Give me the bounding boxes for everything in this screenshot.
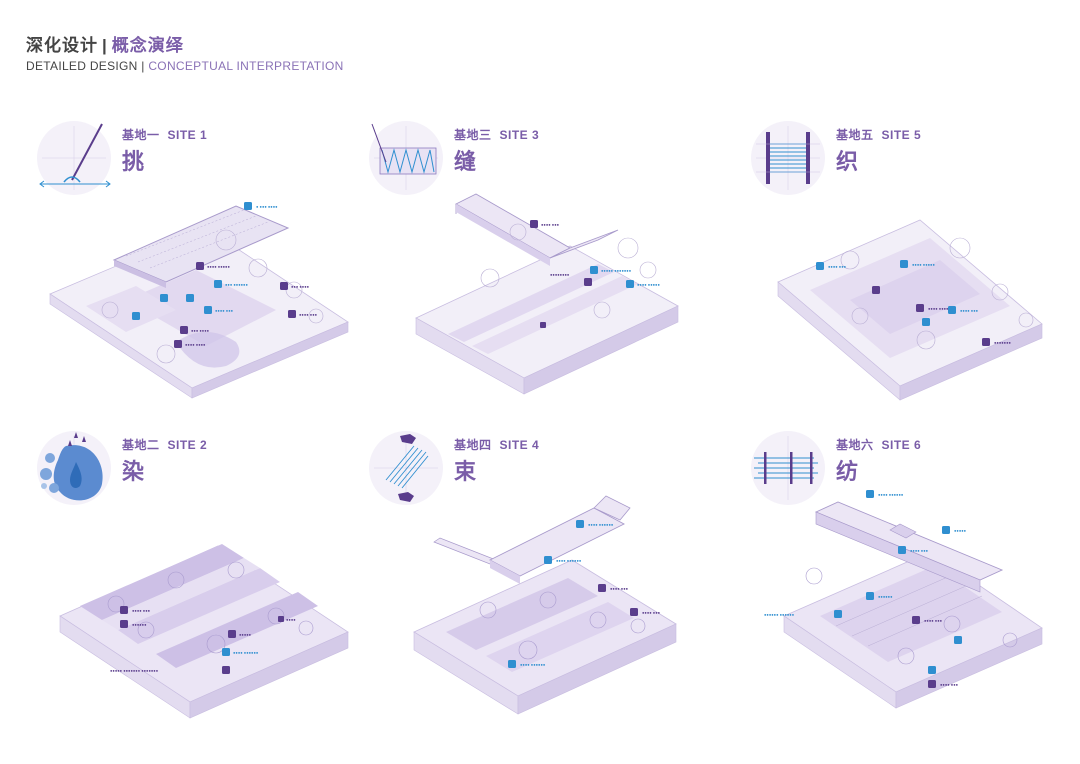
svg-text:●●●● ●●●: ●●●● ●●● (828, 264, 847, 269)
site-1-axonometric: ● ●●● ●●●● ●●●● ●●●●● ●●● ●●●●●● ●●● ●●●… (26, 110, 356, 410)
svg-text:●●●● ●●●●●●: ●●●● ●●●●●● (233, 650, 259, 655)
svg-text:●●●●: ●●●● (286, 617, 296, 622)
svg-text:●●●● ●●●: ●●●● ●●● (940, 682, 959, 687)
svg-text:●●●●●● ●●●●●●: ●●●●●● ●●●●●● (764, 612, 795, 617)
site-4-axonometric: ●●●● ●●●●●● ●●●● ●●●●●● ●●●● ●●● ●●●● ●●… (358, 420, 688, 720)
svg-text:●●●●●●●●: ●●●●●●●● (550, 272, 570, 277)
header-title-en-separator: | (141, 59, 145, 73)
site-1-concept-char: 挑 (122, 149, 145, 174)
site-6-concept-char: 纺 (836, 459, 859, 484)
svg-text:●●●●● ●●●●●●● ●●●●●●●: ●●●●● ●●●●●●● ●●●●●●● (110, 668, 159, 673)
site-5-label-cn: 基地五 (836, 128, 874, 142)
site-5-label: 基地五 SITE 5 (836, 126, 921, 143)
header-title-en-b: CONCEPTUAL INTERPRETATION (148, 59, 344, 73)
svg-text:●●●● ●●●: ●●●● ●●● (960, 308, 979, 313)
site-6-label: 基地六 SITE 6 (836, 436, 921, 453)
site-4-emblem (368, 430, 444, 506)
svg-text:●●●● ●●●●●●: ●●●● ●●●●●● (556, 558, 582, 563)
site-1-panel: ● ●●● ●●●● ●●●● ●●●●● ●●● ●●●●●● ●●● ●●●… (26, 110, 356, 410)
svg-text:●●●●●: ●●●●● (239, 632, 252, 637)
svg-text:●●●● ●●●: ●●●● ●●● (924, 618, 943, 623)
page-header: 深化设计|概念演绎 DETAILED DESIGN | CONCEPTUAL I… (26, 36, 344, 73)
site-2-label-en: SITE 2 (167, 438, 208, 452)
svg-text:●●●● ●●●: ●●●● ●●● (541, 222, 560, 227)
site-1-emblem (36, 120, 112, 196)
svg-text:●●●● ●●●●●●: ●●●● ●●●●●● (878, 492, 904, 497)
svg-text:●●●●● ●●●●●●●: ●●●●● ●●●●●●● (601, 268, 632, 273)
site-2-emblem (36, 430, 112, 506)
site-6-axonometric: ●●●● ●●●●●● ●●●●● ●●●● ●●● ●●●●●● ●●●●●●… (740, 420, 1070, 720)
svg-text:●●● ●●●●●●: ●●● ●●●●●● (225, 282, 248, 287)
header-title-cn-b: 概念演绎 (111, 36, 184, 55)
svg-text:●●●● ●●●: ●●●● ●●● (910, 548, 929, 553)
site-6-label-cn: 基地六 (836, 438, 874, 452)
site-6-emblem (750, 430, 826, 506)
svg-text:●●● ●●●●: ●●● ●●●● (191, 328, 210, 333)
site-3-label-cn: 基地三 (454, 128, 492, 142)
header-title-cn-a: 深化设计 (26, 36, 98, 55)
site-3-emblem (368, 120, 444, 196)
header-title-en-a: DETAILED DESIGN (26, 59, 138, 73)
site-4-panel: ●●●● ●●●●●● ●●●● ●●●●●● ●●●● ●●● ●●●● ●●… (358, 420, 688, 720)
svg-text:● ●●● ●●●●: ● ●●● ●●●● (256, 204, 278, 209)
site-3-axonometric: ●●●● ●●● ●●●●● ●●●●●●● ●●●●●●●● ●●●● ●●●… (358, 110, 688, 410)
site-3-concept-char: 缝 (454, 149, 477, 174)
site-4-label-en: SITE 4 (499, 438, 540, 452)
svg-text:●●● ●●●●: ●●● ●●●● (291, 284, 310, 289)
svg-text:●●●● ●●●: ●●●● ●●● (299, 312, 318, 317)
svg-text:●●●● ●●●●●: ●●●● ●●●●● (207, 264, 230, 269)
header-title-cn: 深化设计|概念演绎 (26, 36, 344, 56)
site-4-label-cn: 基地四 (454, 438, 492, 452)
svg-text:●●●●●: ●●●●● (954, 528, 967, 533)
svg-text:●●●● ●●●: ●●●● ●●● (610, 586, 629, 591)
site-6-label-en: SITE 6 (881, 438, 922, 452)
svg-text:●●●● ●●●: ●●●● ●●● (132, 608, 151, 613)
site-3-label: 基地三 SITE 3 (454, 126, 539, 143)
site-6-panel: ●●●● ●●●●●● ●●●●● ●●●● ●●● ●●●●●● ●●●●●●… (740, 420, 1070, 720)
svg-text:●●●●●●: ●●●●●● (132, 622, 147, 627)
site-1-label-cn: 基地一 (122, 128, 160, 142)
header-title-separator: | (102, 36, 108, 55)
site-5-label-en: SITE 5 (881, 128, 922, 142)
header-title-en: DETAILED DESIGN | CONCEPTUAL INTERPRETAT… (26, 59, 344, 73)
svg-text:●●●●●●: ●●●●●● (878, 594, 893, 599)
site-3-panel: ●●●● ●●● ●●●●● ●●●●●●● ●●●●●●●● ●●●● ●●●… (358, 110, 688, 410)
svg-text:●●●● ●●●: ●●●● ●●● (215, 308, 234, 313)
site-5-emblem (750, 120, 826, 196)
site-2-label: 基地二 SITE 2 (122, 436, 207, 453)
svg-text:●●●● ●●●: ●●●● ●●● (642, 610, 661, 615)
site-2-label-cn: 基地二 (122, 438, 160, 452)
site-2-concept-char: 染 (122, 459, 145, 484)
site-4-label: 基地四 SITE 4 (454, 436, 539, 453)
svg-text:●●●● ●●●●●●: ●●●● ●●●●●● (520, 662, 546, 667)
site-1-label-en: SITE 1 (167, 128, 208, 142)
site-1-label: 基地一 SITE 1 (122, 126, 207, 143)
svg-text:●●●● ●●●●●●: ●●●● ●●●●●● (588, 522, 614, 527)
site-2-axonometric: ●●●● ●●● ●●●●●● ●●●● ●●●●● ●●●● ●●●●●● ●… (26, 420, 356, 720)
site-5-concept-char: 织 (836, 149, 859, 174)
svg-text:●●●●●●●: ●●●●●●● (994, 340, 1011, 345)
site-4-concept-char: 束 (454, 459, 477, 484)
svg-text:●●●● ●●●●●: ●●●● ●●●●● (912, 262, 935, 267)
svg-text:●●●● ●●●●●: ●●●● ●●●●● (637, 282, 660, 287)
site-5-axonometric: ●●●● ●●● ●●●● ●●●●● ●●●● ●●●● ●●●● ●●● ●… (740, 110, 1070, 410)
site-3-label-en: SITE 3 (499, 128, 540, 142)
site-2-panel: ●●●● ●●● ●●●●●● ●●●● ●●●●● ●●●● ●●●●●● ●… (26, 420, 356, 720)
svg-text:●●●● ●●●●: ●●●● ●●●● (185, 342, 206, 347)
svg-text:●●●● ●●●●: ●●●● ●●●● (928, 306, 949, 311)
site-5-panel: ●●●● ●●● ●●●● ●●●●● ●●●● ●●●● ●●●● ●●● ●… (740, 110, 1070, 410)
